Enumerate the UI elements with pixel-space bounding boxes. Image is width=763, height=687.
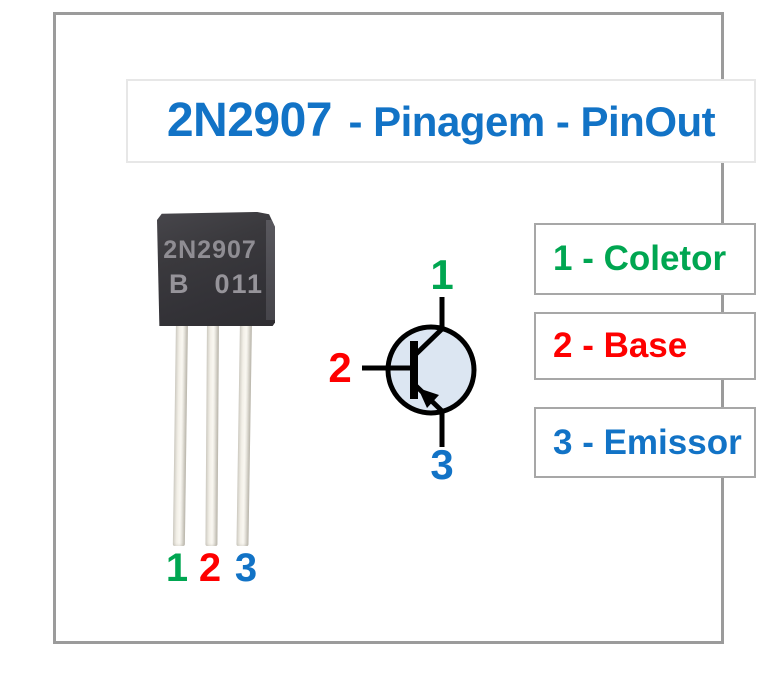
package-bevel-edge xyxy=(266,220,275,320)
symbol-pin-label-3: 3 xyxy=(430,441,454,488)
package-lead-3 xyxy=(236,319,252,547)
pnp-symbol-drawing xyxy=(362,297,477,447)
package-lot-code: 011 xyxy=(214,269,265,299)
outer-frame: 2N2907 - Pinagem - PinOut 2N2907 B 011 1… xyxy=(53,12,756,644)
transistor-symbol: 1 2 3 xyxy=(326,251,516,488)
symbol-collector-lead xyxy=(412,297,445,358)
title-model: 2N2907 xyxy=(166,94,333,147)
symbol-pin-label-2: 2 xyxy=(328,344,352,391)
legend-item-collector: 1 - Coletor xyxy=(534,223,756,295)
photo-pin-number-2: 2 xyxy=(198,546,222,590)
legend-label-base: 2 - Base xyxy=(553,326,688,365)
package-lead-2 xyxy=(205,319,219,547)
legend-item-emitter: 3 - Emissor xyxy=(534,407,756,478)
package-body: 2N2907 B 011 xyxy=(157,212,275,326)
title-subtitle: - Pinagem - PinOut xyxy=(348,98,716,145)
package-lot-prefix: B xyxy=(169,269,191,299)
title-box: 2N2907 - Pinagem - PinOut xyxy=(126,79,756,163)
legend-label-emitter: 3 - Emissor xyxy=(553,422,742,462)
symbol-emitter-arrow xyxy=(418,388,439,408)
package-lead-1 xyxy=(172,319,188,547)
package-marking-lot: B 011 xyxy=(169,269,264,300)
legend-item-base: 2 - Base xyxy=(534,312,756,380)
symbol-pin-label-1: 1 xyxy=(430,251,454,298)
legend-label-collector: 1 - Coletor xyxy=(553,239,727,278)
package-marking-model: 2N2907 xyxy=(163,236,257,264)
photo-pin-number-3: 3 xyxy=(234,546,258,590)
photo-pin-number-1: 1 xyxy=(165,546,189,590)
